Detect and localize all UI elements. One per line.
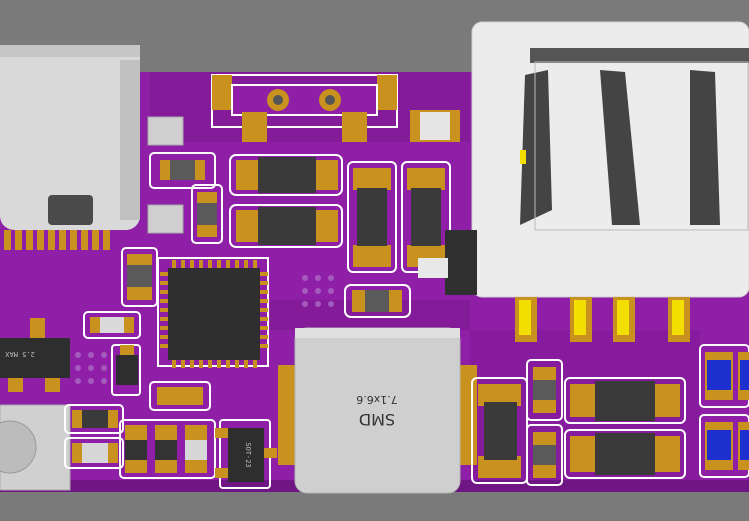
- capacitor-c8: [526, 359, 563, 421]
- diode-d2: [229, 204, 343, 248]
- capacitor-c7: [149, 381, 211, 411]
- sot-ic-bottom-marking: SOT-23: [244, 442, 252, 467]
- resistor-r4: [64, 404, 124, 434]
- capacitor-c6: [64, 437, 124, 469]
- inductor-l1: 7.1x6.6 SMD: [278, 327, 477, 494]
- capacitor-c1: [410, 110, 460, 142]
- usb-c-connector: [0, 45, 184, 250]
- capacitor-c5: [344, 284, 411, 318]
- diode-d1: [229, 154, 343, 196]
- usb-a-pins: [515, 297, 690, 342]
- resistor-array: [119, 419, 216, 479]
- resistor-r1: [347, 161, 397, 273]
- sot-ic-bottom: SOT-23: [215, 419, 277, 489]
- switch-sw1: [0, 404, 71, 491]
- diode-d4: [564, 377, 686, 424]
- inductor-label-type: SMD: [359, 410, 395, 429]
- capacitor-c3: [191, 184, 223, 244]
- capacitor-c2: [149, 152, 216, 189]
- transistor-q1: [111, 344, 141, 396]
- inductor-label-size: 7.1x6.6: [356, 393, 398, 406]
- capacitor-c9: [526, 424, 563, 486]
- top-connector-footprint: [211, 74, 398, 142]
- via-grid: [75, 275, 334, 384]
- qfn-ic: [157, 257, 269, 368]
- led-array: [699, 344, 749, 478]
- sot-ic-left-marking: 2.5 MAX: [4, 350, 34, 358]
- resistor-r3: [83, 311, 141, 339]
- capacitor-c4: [121, 247, 158, 307]
- diode-d5: [564, 429, 686, 479]
- sot-ic-left: 2.5 MAX: [0, 318, 70, 392]
- usb-a-connector: [418, 21, 749, 298]
